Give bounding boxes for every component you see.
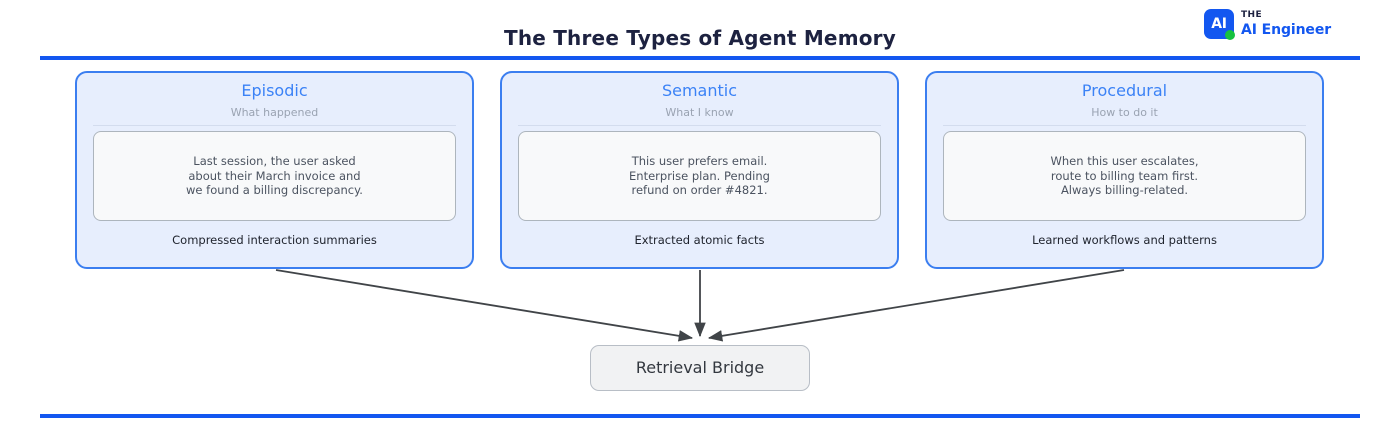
card-divider [518, 124, 881, 126]
card-subtitle: What happened [230, 105, 319, 119]
card-example-box: When this user escalates, route to billi… [943, 130, 1306, 221]
logo-mark-label: AI [1211, 16, 1227, 32]
card-title: Procedural [1081, 81, 1168, 100]
card-title: Semantic [661, 81, 738, 100]
retrieval-bridge-label: Retrieval Bridge [635, 358, 765, 378]
arrow-procedural-to-bridge [707, 269, 1125, 342]
memory-card-semantic: Semantic What I know This user prefers e… [500, 71, 899, 269]
card-footer-label: Learned workflows and patterns [1032, 232, 1217, 247]
arrow-episodic-to-bridge [275, 269, 694, 342]
card-subtitle: How to do it [1091, 105, 1158, 119]
brand-kicker: THE [1241, 10, 1263, 20]
card-divider [943, 124, 1306, 126]
memory-card-procedural: Procedural How to do it When this user e… [925, 71, 1324, 269]
page-title: The Three Types of Agent Memory [504, 26, 896, 50]
card-example-text: When this user escalates, route to billi… [1050, 154, 1199, 197]
card-footer-label: Extracted atomic facts [634, 232, 765, 247]
card-title: Episodic [241, 81, 308, 100]
card-example-text: Last session, the user asked about their… [186, 154, 363, 197]
memory-card-episodic: Episodic What happened Last session, the… [75, 71, 474, 269]
bottom-divider-rule [40, 414, 1360, 418]
brand-logo: AI THE AI Engineer [1204, 9, 1332, 40]
card-divider [93, 124, 456, 126]
brand-name: AI Engineer [1241, 22, 1332, 38]
top-divider-rule [40, 56, 1360, 60]
card-example-text: This user prefers email. Enterprise plan… [629, 154, 770, 197]
green-dot-icon [1225, 30, 1235, 40]
card-example-box: This user prefers email. Enterprise plan… [518, 130, 881, 221]
retrieval-bridge-node: Retrieval Bridge [590, 345, 810, 391]
brand-wordmark: THE AI Engineer [1241, 10, 1332, 38]
card-example-box: Last session, the user asked about their… [93, 130, 456, 221]
card-footer-label: Compressed interaction summaries [172, 232, 377, 247]
ai-engineer-logo-icon: AI [1204, 9, 1235, 40]
card-subtitle: What I know [665, 105, 734, 119]
